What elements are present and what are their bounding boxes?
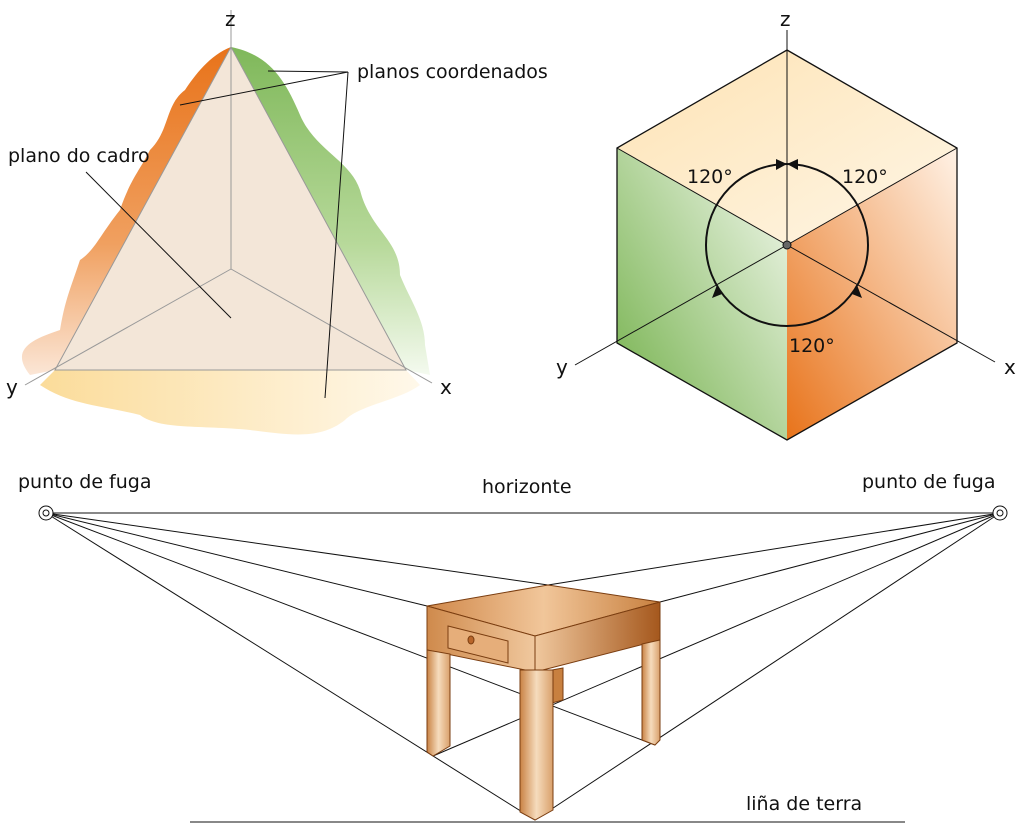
horizon-label: horizonte	[482, 476, 572, 498]
table-back-leg	[551, 667, 564, 704]
axis-y-label: y	[6, 375, 18, 399]
vanishing-point-left-icon	[38, 505, 54, 521]
vanishing-point-right-icon	[992, 505, 1008, 521]
angle-label-right: 120°	[842, 166, 888, 188]
table	[426, 584, 661, 821]
cube-axis-x-label: x	[1004, 355, 1016, 379]
axis-x-label: x	[440, 375, 452, 399]
table-drawer	[447, 625, 509, 664]
arrowhead-icons	[712, 159, 862, 298]
perspective-figure: punto de fuga punto de fuga horizonte li…	[18, 471, 1008, 823]
axis-z-label: z	[225, 7, 236, 31]
isometric-cube-figure: z y x 120° 120° 120°	[556, 7, 1016, 441]
table-leg-front	[519, 669, 554, 821]
coordinate-planes-label: planos coordenados	[357, 61, 548, 83]
cube-axis-y-label: y	[556, 355, 568, 379]
angle-label-left: 120°	[687, 166, 733, 188]
origin-point	[782, 240, 792, 250]
vanishing-point-right-label: punto de fuga	[862, 471, 995, 493]
trihedron-figure: z y x planos coordenados plano do cadro	[6, 7, 548, 435]
vanishing-point-left-label: punto de fuga	[18, 471, 151, 493]
coordinate-plane-orange	[21, 47, 231, 375]
ground-line-label: liña de terra	[746, 793, 862, 815]
angle-label-bottom: 120°	[789, 335, 835, 357]
coordinate-plane-green	[231, 47, 430, 375]
coordinate-plane-yellow	[40, 370, 420, 435]
table-leg-right	[641, 639, 661, 746]
drawer-knob-icon	[467, 635, 475, 645]
table-leg-left	[426, 649, 451, 757]
picture-plane-label: plano do cadro	[8, 145, 150, 167]
cube-axis-z-label: z	[780, 7, 791, 31]
